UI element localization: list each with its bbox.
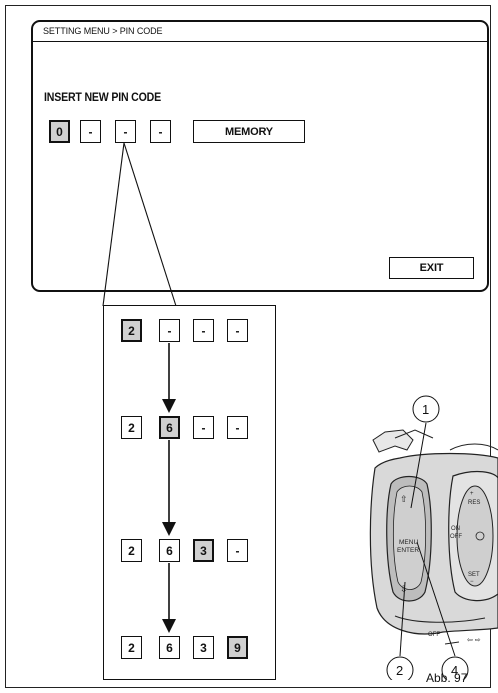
callout-2: [386, 656, 414, 680]
plus-label: +: [470, 491, 474, 497]
sequence-digit: 9: [227, 636, 248, 659]
page-frame: [5, 5, 491, 688]
sequence-arrows: [162, 343, 176, 633]
dashboard-screen: SETTING MENU > PIN CODE INSERT NEW PIN C…: [31, 20, 489, 292]
callout-1: [412, 395, 440, 423]
memory-button[interactable]: MEMORY: [193, 120, 305, 143]
sequence-digit: 2: [121, 416, 142, 439]
sequence-digit: 6: [159, 636, 180, 659]
callout-4-label: 4: [451, 663, 458, 678]
page-title: INSERT NEW PIN CODE: [44, 92, 162, 104]
arrow-down-icon: ⇩: [400, 584, 408, 594]
sequence-digit: 3: [193, 636, 214, 659]
pin-digit-4[interactable]: -: [150, 120, 171, 143]
callout-4: [441, 656, 469, 680]
figure-caption: Abb. 97: [426, 671, 468, 685]
sequence-digit: -: [227, 319, 248, 342]
sequence-digit: 6: [159, 416, 180, 439]
sequence-step-3: 2 6 3 -: [104, 539, 275, 562]
pin-digit-3[interactable]: -: [115, 120, 136, 143]
arrow-down-icon: [162, 522, 176, 536]
pin-digit-1[interactable]: 0: [49, 120, 70, 143]
enter-label: ENTER: [397, 547, 419, 554]
sequence-step-1: 2 - - -: [104, 319, 275, 342]
handlebar-switch-illustration: ⇧ ⇩ MENU ENTER + RES SET − ON OFF OFF ⇦ …: [369, 395, 498, 680]
arrow-down-icon: [162, 399, 176, 413]
menu-label: MENU: [399, 539, 418, 546]
breadcrumb: SETTING MENU > PIN CODE: [33, 22, 487, 42]
ignition-off-label: OFF: [428, 632, 440, 638]
sequence-digit: 2: [121, 319, 142, 342]
sequence-step-2: 2 6 - -: [104, 416, 275, 439]
arrows-icon: ⇦ ⇨: [467, 637, 481, 644]
pin-digit-2[interactable]: -: [80, 120, 101, 143]
arrow-up-icon: ⇧: [400, 494, 408, 504]
exit-button[interactable]: EXIT: [389, 257, 474, 279]
arrow-down-icon: [162, 619, 176, 633]
sequence-digit: 2: [121, 636, 142, 659]
sequence-digit: -: [193, 319, 214, 342]
pin-sequence-panel: 2 - - - 2 6 - - 2 6 3 - 2 6 3 9: [103, 305, 276, 680]
res-label: RES: [468, 500, 480, 506]
sequence-digit: -: [159, 319, 180, 342]
callout-2-label: 2: [396, 663, 403, 678]
callout-1-label: 1: [422, 402, 429, 417]
sequence-digit: -: [193, 416, 214, 439]
on-label: ON: [451, 526, 460, 532]
off-label: OFF: [450, 534, 462, 540]
set-label: SET: [468, 572, 480, 578]
minus-label: −: [470, 579, 474, 585]
sequence-digit: -: [227, 416, 248, 439]
cruise-icon: [475, 531, 485, 541]
sequence-digit: 2: [121, 539, 142, 562]
sequence-digit: 3: [193, 539, 214, 562]
sequence-digit: -: [227, 539, 248, 562]
sequence-step-4: 2 6 3 9: [104, 636, 275, 659]
sequence-digit: 6: [159, 539, 180, 562]
